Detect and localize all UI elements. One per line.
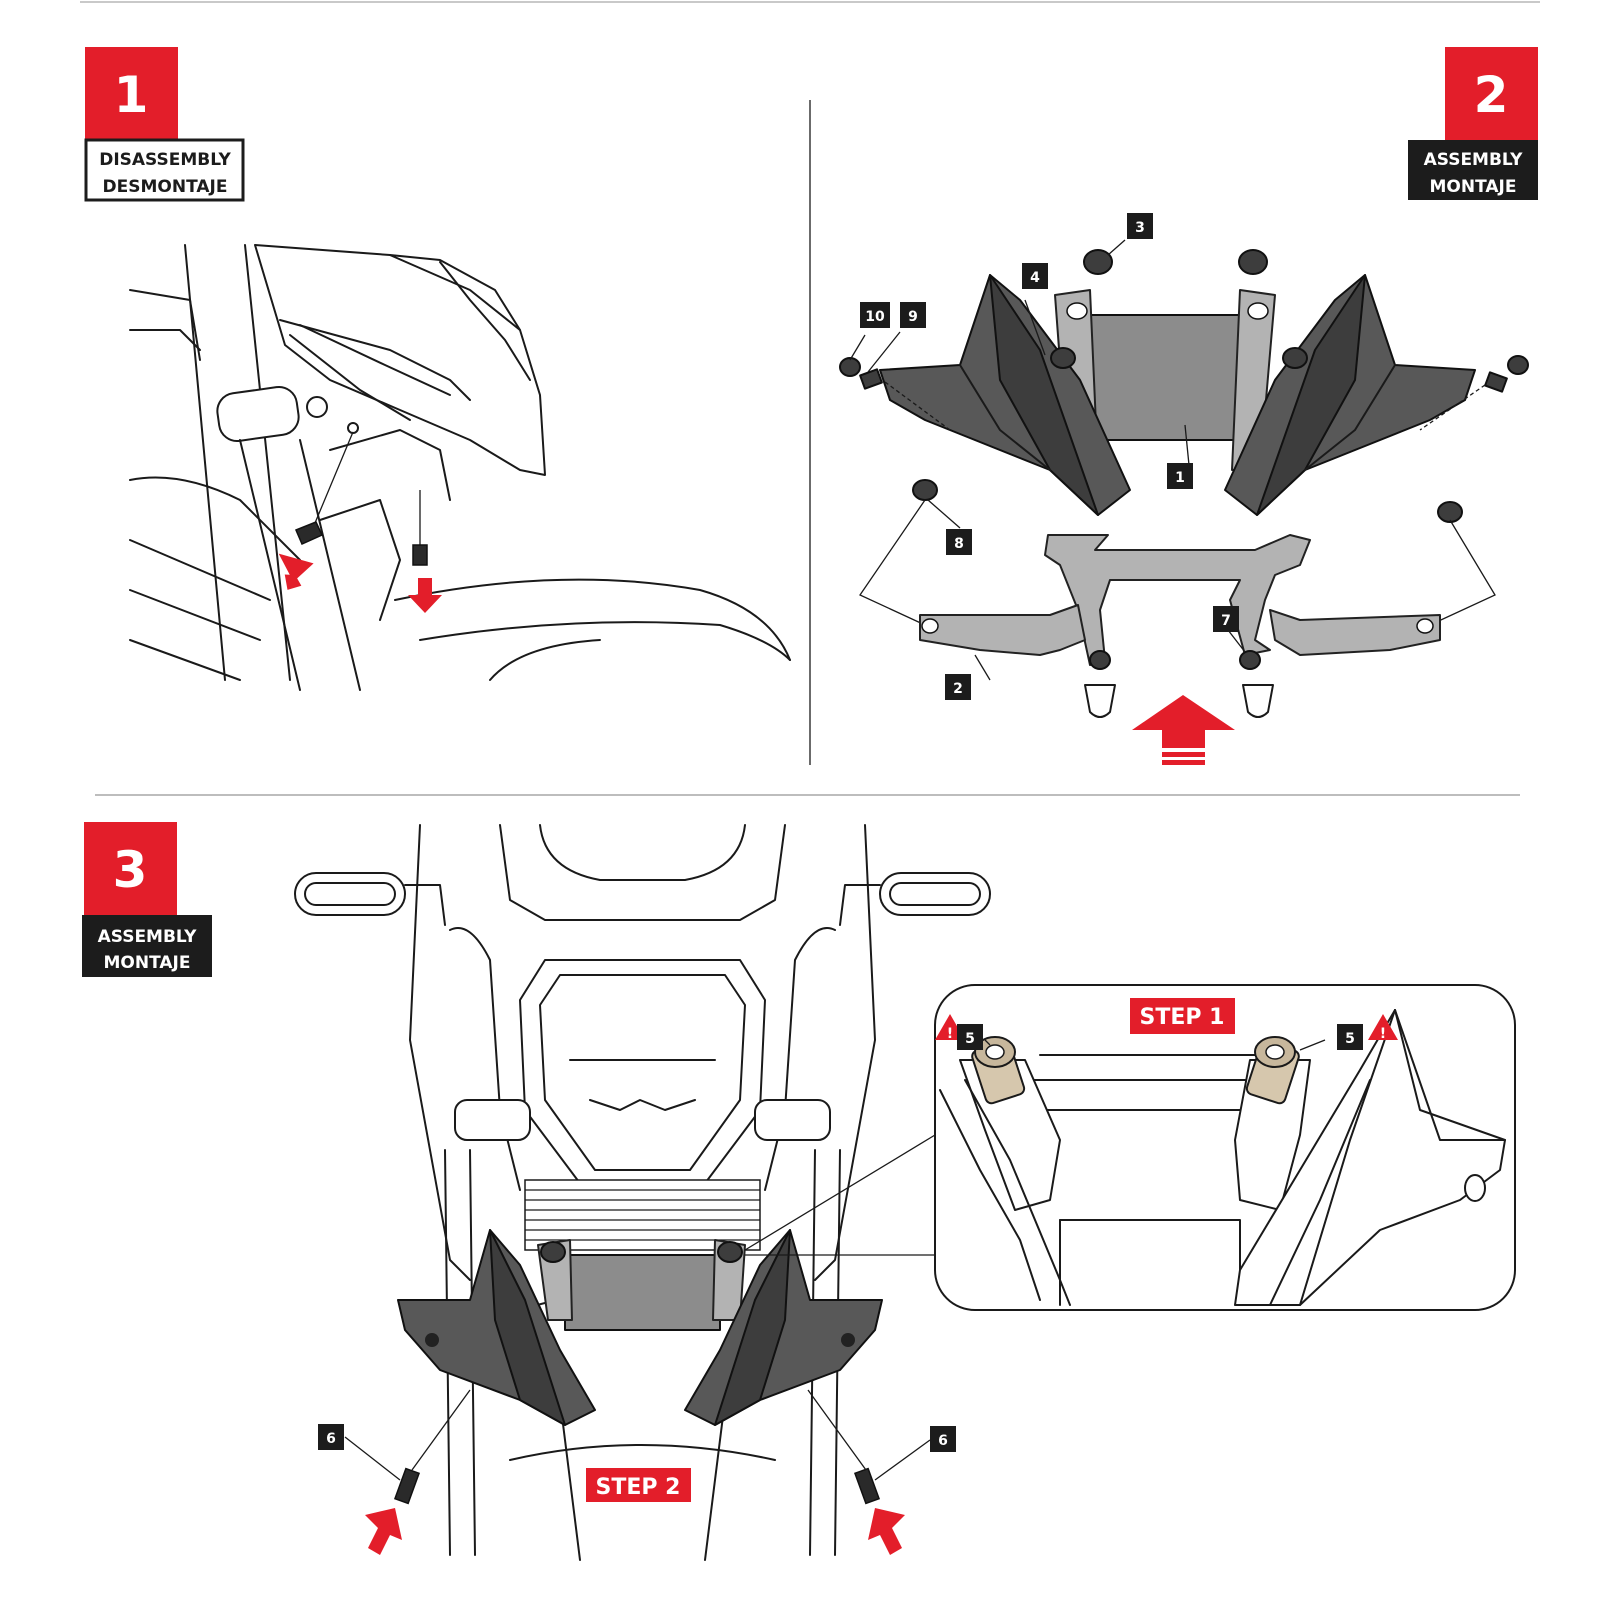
svg-text:STEP 2: STEP 2 — [596, 1475, 681, 1500]
step-2-label: STEP 2 — [586, 1468, 691, 1502]
panel-2-number: 2 — [1474, 66, 1509, 124]
svg-text:7: 7 — [1221, 613, 1231, 629]
panel-2-number-box — [1445, 47, 1538, 140]
svg-text:!: ! — [1380, 1026, 1386, 1042]
panel-1-label-line1: DISASSEMBLY — [99, 150, 231, 170]
callout-5-right: 5 — [1337, 1024, 1363, 1050]
panel-2-callouts: 1 2 3 4 7 8 9 10 — [860, 213, 1239, 700]
insert-direction-arrow-icon — [1132, 695, 1235, 765]
callout-6-right: 6 — [930, 1426, 956, 1452]
panel-1-header: 1 DISASSEMBLY DESMONTAJE — [84, 47, 245, 202]
panel-3-number: 3 — [113, 841, 148, 899]
front-view-motorcycle-drawing — [294, 824, 991, 1561]
callout-5-left: 5 — [957, 1024, 983, 1050]
callout-9: 9 — [900, 302, 926, 328]
panel-2-header: 2 ASSEMBLY MONTAJE — [1408, 47, 1538, 200]
panel-2-label-box — [1408, 140, 1538, 200]
radiator-grille — [524, 1179, 761, 1251]
svg-text:6: 6 — [938, 1433, 948, 1449]
callout-3: 3 — [1127, 213, 1153, 239]
svg-text:!: ! — [947, 1026, 953, 1042]
panel-1-label-line2: DESMONTAJE — [103, 177, 228, 197]
panel-3-callouts: 6 6 STEP 2 — [318, 1424, 956, 1502]
callout-4: 4 — [1022, 263, 1048, 289]
insert-direction-arrow-icon — [868, 1508, 905, 1555]
lower-bracket — [919, 604, 1086, 656]
panel-1-label-box — [84, 138, 245, 202]
svg-text:4: 4 — [1030, 270, 1040, 286]
svg-text:5: 5 — [1345, 1031, 1355, 1047]
warning-triangle-icon — [1368, 1014, 1398, 1040]
svg-text:3: 3 — [1135, 220, 1145, 236]
svg-text:10: 10 — [865, 309, 885, 325]
panel-3-label-box — [82, 915, 212, 977]
svg-text:STEP 1: STEP 1 — [1140, 1005, 1225, 1030]
svg-text:6: 6 — [326, 1431, 336, 1447]
insert-direction-arrow-icon — [365, 1508, 402, 1555]
svg-text:8: 8 — [954, 536, 964, 552]
callout-7: 7 — [1213, 606, 1239, 632]
panel-2-label-line2: MONTAJE — [1430, 177, 1517, 197]
disassembly-motorcycle-drawing — [129, 244, 791, 691]
callout-1: 1 — [1167, 463, 1193, 489]
panel-3-label-line2: MONTAJE — [104, 953, 191, 973]
panel-3-number-box — [84, 822, 177, 915]
panel-3-label-line1: ASSEMBLY — [98, 927, 198, 947]
svg-text:1: 1 — [1175, 470, 1185, 486]
panel-3-header: 3 ASSEMBLY MONTAJE — [82, 822, 212, 977]
callout-10: 10 — [860, 302, 890, 328]
svg-text:2: 2 — [953, 681, 963, 697]
step-1-zoom-detail: ! ! 5 5 STEP 1 — [934, 984, 1516, 1311]
exploded-parts-view — [839, 239, 1529, 765]
removal-arrow-icon — [278, 553, 314, 590]
screw-right — [412, 544, 428, 566]
removal-arrow-icon — [408, 578, 442, 613]
callout-2: 2 — [945, 674, 971, 700]
callout-6-left: 6 — [318, 1424, 344, 1450]
panel-2-label-line1: ASSEMBLY — [1424, 150, 1524, 170]
svg-text:5: 5 — [965, 1031, 975, 1047]
svg-text:9: 9 — [908, 309, 918, 325]
upper-bracket — [1044, 534, 1311, 666]
panel-1-number: 1 — [114, 66, 149, 124]
step-1-label: STEP 1 — [1130, 998, 1235, 1034]
screw-left — [295, 521, 323, 545]
callout-8: 8 — [946, 529, 972, 555]
panel-1-number-box — [85, 47, 178, 140]
center-plate — [1084, 314, 1244, 441]
